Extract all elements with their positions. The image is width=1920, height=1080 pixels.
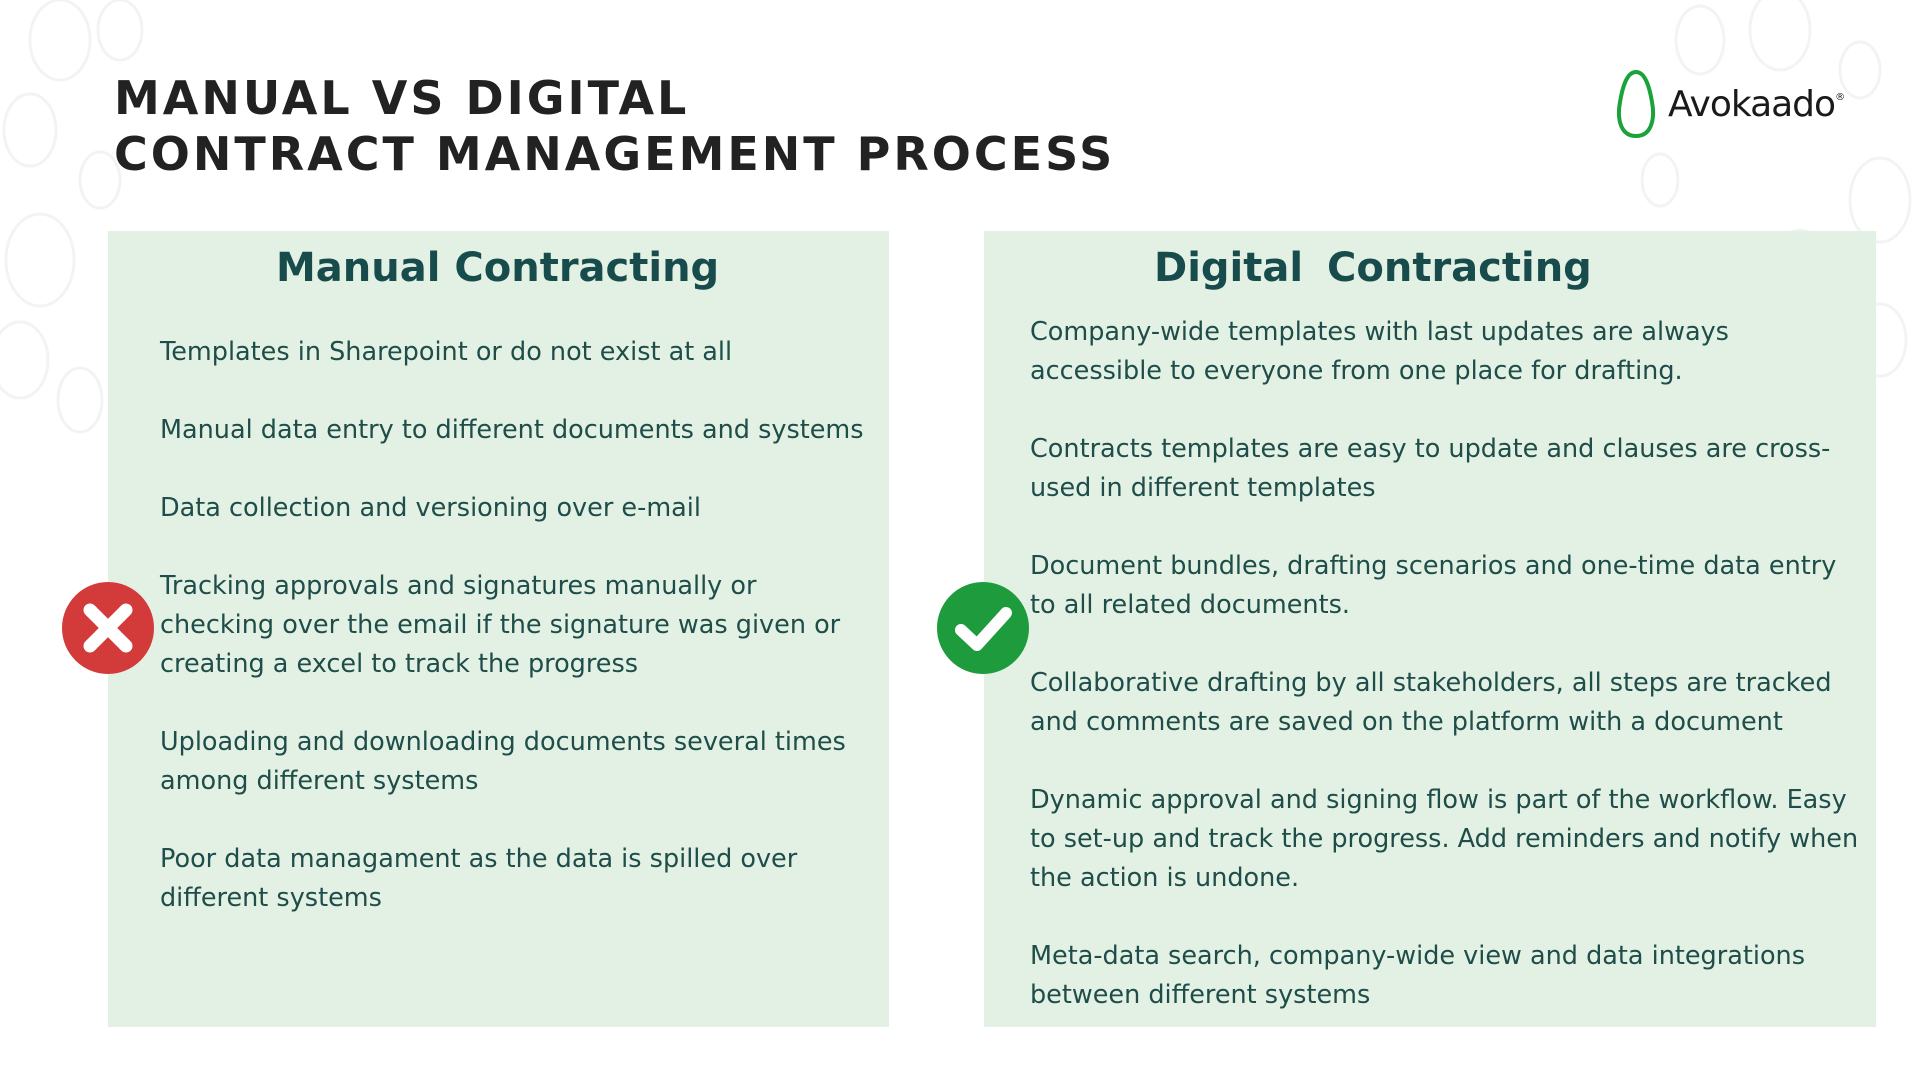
page-title: MANUAL VS DIGITAL CONTRACT MANAGEMENT PR… xyxy=(114,70,1115,182)
avocado-outline-icon xyxy=(1616,69,1656,139)
checkmark-icon xyxy=(937,582,1029,674)
digital-item: Document bundles, drafting scenarios and… xyxy=(1030,551,1837,620)
manual-contracting-panel: Manual Contracting Templates in Sharepoi… xyxy=(108,231,889,1027)
brand-logo: Avokaado® xyxy=(1612,68,1845,140)
digital-item: Meta-data search, company-wide view and … xyxy=(1030,941,1805,1010)
digital-item: Collaborative drafting by all stakeholde… xyxy=(1030,668,1832,737)
title-line-1: MANUAL VS DIGITAL xyxy=(114,71,690,125)
manual-item: Tracking approvals and signatures manual… xyxy=(160,571,841,679)
digital-contracting-panel: Digital Contracting Company-wide templat… xyxy=(984,231,1876,1027)
brand-name: Avokaado® xyxy=(1668,83,1845,125)
manual-item: Data collection and versioning over e-ma… xyxy=(160,493,701,523)
manual-heading: Manual Contracting xyxy=(276,245,720,291)
digital-items-list: Company-wide templates with last updates… xyxy=(1030,313,1860,1015)
digital-item: Contracts templates are easy to update a… xyxy=(1030,434,1831,503)
manual-item: Poor data managament as the data is spil… xyxy=(160,844,798,913)
manual-items-list: Templates in Sharepoint or do not exist … xyxy=(160,333,870,918)
digital-heading: Digital Contracting xyxy=(1154,245,1592,291)
cross-icon xyxy=(62,582,154,674)
registered-mark: ® xyxy=(1835,91,1845,103)
manual-item: Templates in Sharepoint or do not exist … xyxy=(160,337,733,367)
manual-item: Uploading and downloading documents seve… xyxy=(160,727,846,796)
digital-item: Dynamic approval and signing flow is par… xyxy=(1030,785,1859,893)
digital-item: Company-wide templates with last updates… xyxy=(1030,317,1729,386)
manual-item: Manual data entry to different documents… xyxy=(160,415,864,445)
title-line-2: CONTRACT MANAGEMENT PROCESS xyxy=(114,127,1116,181)
